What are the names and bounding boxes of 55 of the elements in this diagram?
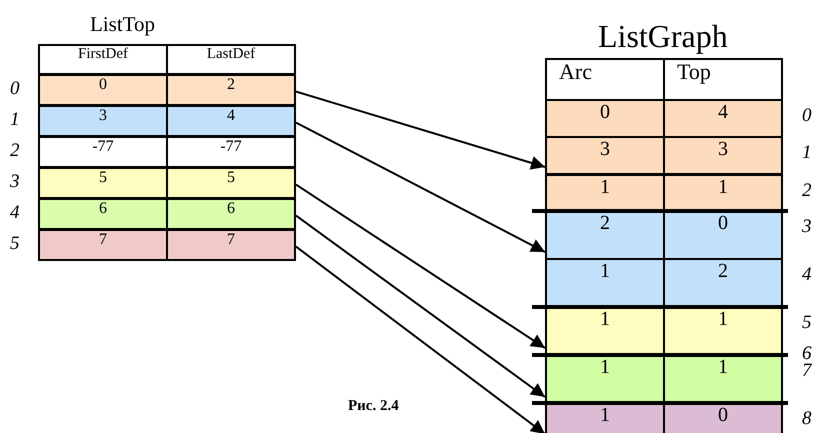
row-index: 0 bbox=[10, 78, 20, 100]
table-row bbox=[545, 58, 783, 101]
value-text: 3 bbox=[99, 107, 107, 125]
value-text: 6 bbox=[227, 200, 235, 218]
row-index: 2 bbox=[802, 180, 812, 202]
value-text: 4 bbox=[227, 107, 235, 125]
row-index: 1 bbox=[10, 109, 20, 131]
value-text: 0 bbox=[600, 101, 610, 123]
value-text: 5 bbox=[227, 169, 235, 187]
value-text: 7 bbox=[227, 231, 235, 249]
value-text: 5 bbox=[99, 169, 107, 187]
value-text: -77 bbox=[220, 138, 242, 156]
value-text: 1 bbox=[718, 356, 728, 378]
column-header: Top bbox=[677, 60, 711, 84]
value-text: 7 bbox=[99, 231, 107, 249]
value-text: 3 bbox=[718, 138, 728, 160]
value-text: 6 bbox=[99, 200, 107, 218]
value-text: 4 bbox=[718, 101, 728, 123]
value-text: 3 bbox=[600, 138, 610, 160]
figure-caption: Рис. 2.4 bbox=[348, 398, 399, 415]
value-text: 1 bbox=[718, 176, 728, 198]
value-text: 1 bbox=[600, 356, 610, 378]
row-index: 4 bbox=[10, 202, 20, 224]
row-index: 1 bbox=[802, 142, 812, 164]
table-row bbox=[38, 44, 296, 75]
value-text: 1 bbox=[600, 260, 610, 282]
row-index: 3 bbox=[10, 171, 20, 193]
column-header: LastDef bbox=[206, 46, 256, 62]
arrow bbox=[295, 214, 546, 398]
value-text: 1 bbox=[600, 308, 610, 330]
value-text: 2 bbox=[600, 212, 610, 234]
value-text: 2 bbox=[227, 76, 235, 94]
row-index: 2 bbox=[10, 140, 20, 162]
table-title: ListTop bbox=[90, 12, 156, 37]
row-index: 5 bbox=[802, 312, 812, 334]
value-text: 2 bbox=[718, 260, 728, 282]
value-text: 0 bbox=[99, 76, 107, 94]
arrow bbox=[295, 246, 546, 433]
table-title: ListGraph bbox=[598, 18, 728, 55]
column-header: Arc bbox=[559, 60, 592, 84]
arrow bbox=[296, 122, 546, 253]
row-index: 4 bbox=[802, 264, 812, 286]
arrow bbox=[295, 184, 546, 349]
value-text: 0 bbox=[718, 212, 728, 234]
row-index: 3 bbox=[802, 216, 812, 238]
row-index: 5 bbox=[10, 233, 20, 255]
row-index: 0 bbox=[802, 105, 812, 127]
value-text: -77 bbox=[92, 138, 114, 156]
arrow bbox=[296, 90, 546, 170]
row-index: 8 bbox=[802, 408, 812, 430]
value-text: 1 bbox=[600, 176, 610, 198]
value-text: 0 bbox=[718, 404, 728, 426]
value-text: 1 bbox=[600, 404, 610, 426]
value-text: 1 bbox=[718, 308, 728, 330]
column-header: FirstDef bbox=[78, 46, 128, 62]
